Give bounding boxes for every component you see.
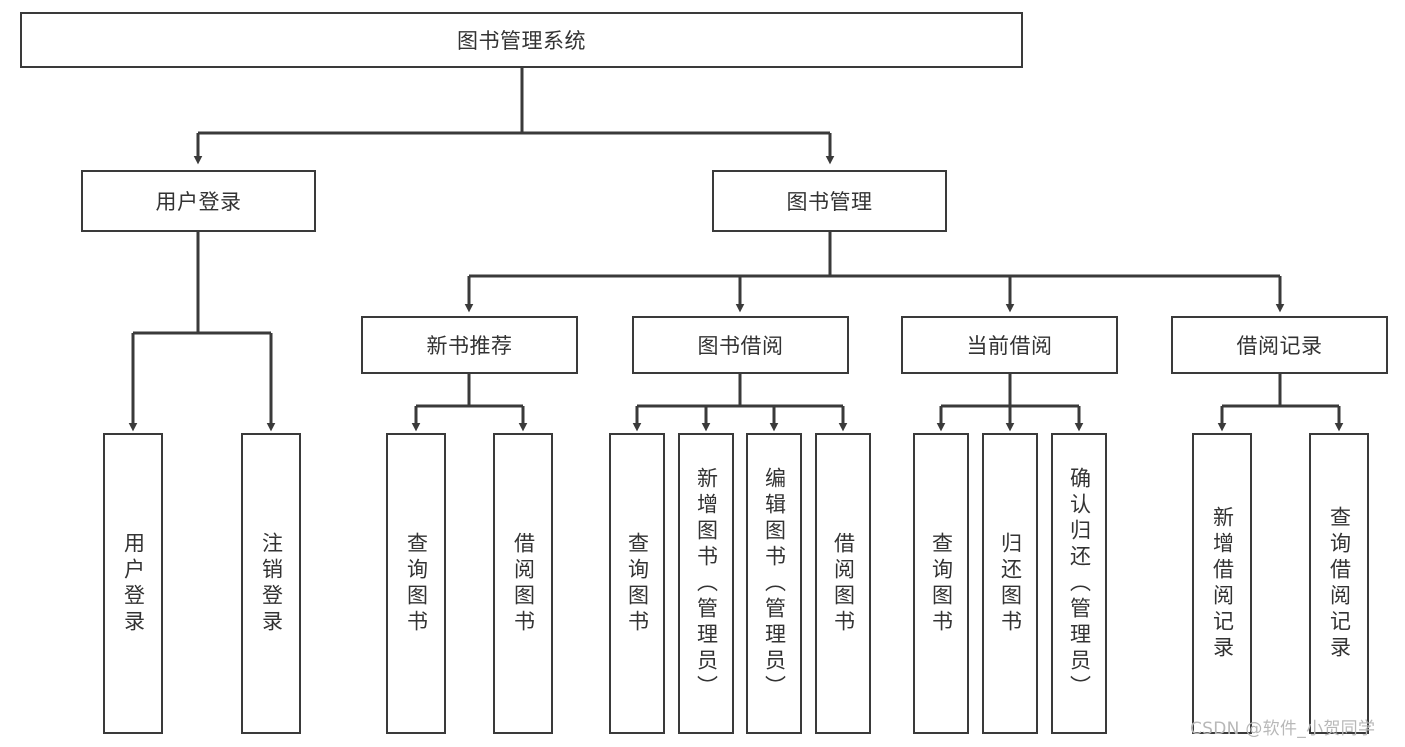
leaf-logout-login[interactable]: 注销登录 <box>241 433 301 734</box>
leaf-user-login[interactable]: 用户登录 <box>103 433 163 734</box>
leaf-add-book-admin[interactable]: 新增图书（管理员） <box>678 433 734 734</box>
leaf-borrow-book-recommend[interactable]: 借阅图书 <box>493 433 553 734</box>
leaf-query-book-borrow[interactable]: 查询图书 <box>609 433 665 734</box>
leaf-query-book-recommend[interactable]: 查询图书 <box>386 433 446 734</box>
leaf-add-borrow-record[interactable]: 新增借阅记录 <box>1192 433 1252 734</box>
node-book-borrow[interactable]: 图书借阅 <box>632 316 849 374</box>
node-new-book-recommend[interactable]: 新书推荐 <box>361 316 578 374</box>
node-user-login[interactable]: 用户登录 <box>81 170 316 232</box>
leaf-confirm-return-admin[interactable]: 确认归还（管理员） <box>1051 433 1107 734</box>
csdn-watermark: CSDN @软件_小贺同学 <box>1190 719 1376 739</box>
node-root[interactable]: 图书管理系统 <box>20 12 1023 68</box>
leaf-borrow-book-borrow[interactable]: 借阅图书 <box>815 433 871 734</box>
leaf-query-borrow-record[interactable]: 查询借阅记录 <box>1309 433 1369 734</box>
leaf-return-book[interactable]: 归还图书 <box>982 433 1038 734</box>
node-current-borrow[interactable]: 当前借阅 <box>901 316 1118 374</box>
leaf-query-book-current[interactable]: 查询图书 <box>913 433 969 734</box>
node-borrow-record[interactable]: 借阅记录 <box>1171 316 1388 374</box>
node-book-manage[interactable]: 图书管理 <box>712 170 947 232</box>
leaf-edit-book-admin[interactable]: 编辑图书（管理员） <box>746 433 802 734</box>
